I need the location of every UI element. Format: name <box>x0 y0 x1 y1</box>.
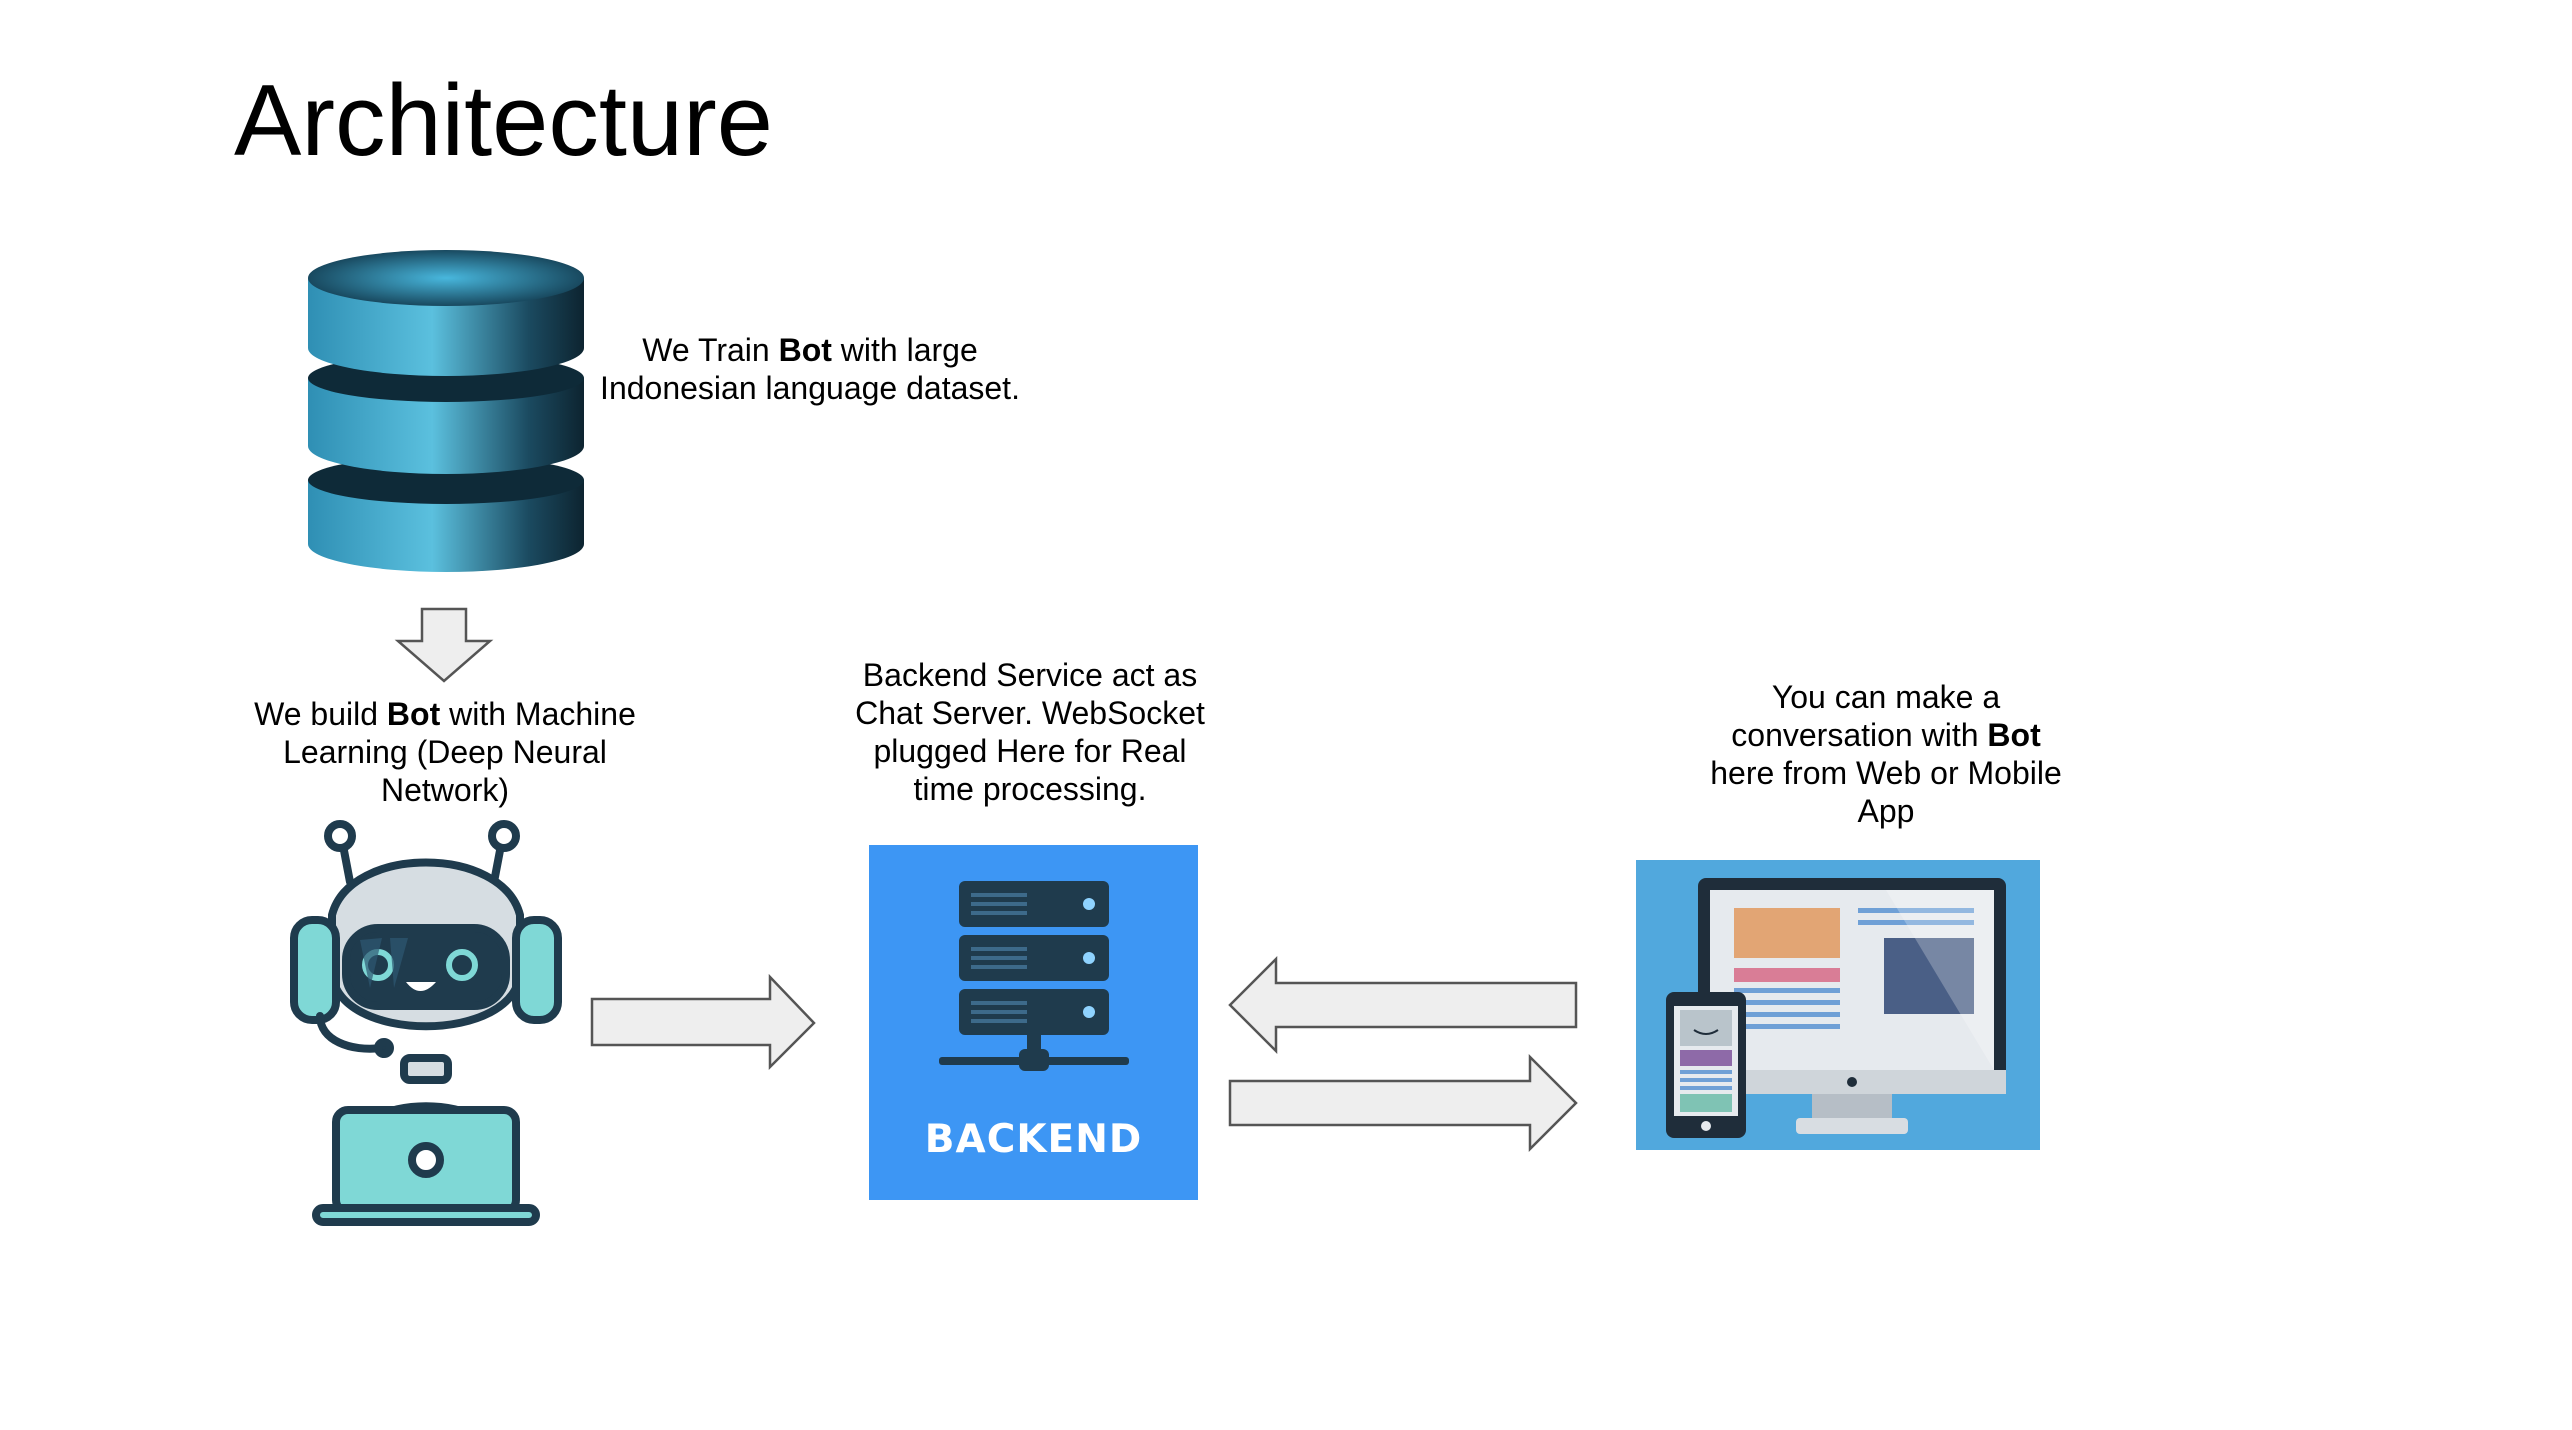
dataset-caption: We Train Bot with large Indonesian langu… <box>600 332 1020 406</box>
database-icon <box>308 250 584 572</box>
backend-label: BACKEND <box>924 1117 1143 1162</box>
right-arrow-to-client <box>1228 1053 1578 1153</box>
backend-box: BACKEND <box>869 845 1198 1200</box>
page-title: Architecture <box>234 65 773 177</box>
bot-caption: We build Bot with Machine Learning (Deep… <box>254 696 636 808</box>
left-arrow-to-backend <box>1228 955 1578 1055</box>
desktop-and-phone-icon <box>1666 878 2006 1138</box>
right-arrow-to-backend <box>590 973 816 1071</box>
robot-with-headset-and-laptop-icon <box>290 820 562 1226</box>
down-arrow <box>394 607 494 683</box>
client-caption: You can make a conversation with Bot her… <box>1710 679 2062 829</box>
backend-caption: Backend Service act as Chat Server. WebS… <box>855 657 1205 807</box>
client-devices-box <box>1636 860 2040 1150</box>
server-rack-icon <box>939 881 1129 1071</box>
